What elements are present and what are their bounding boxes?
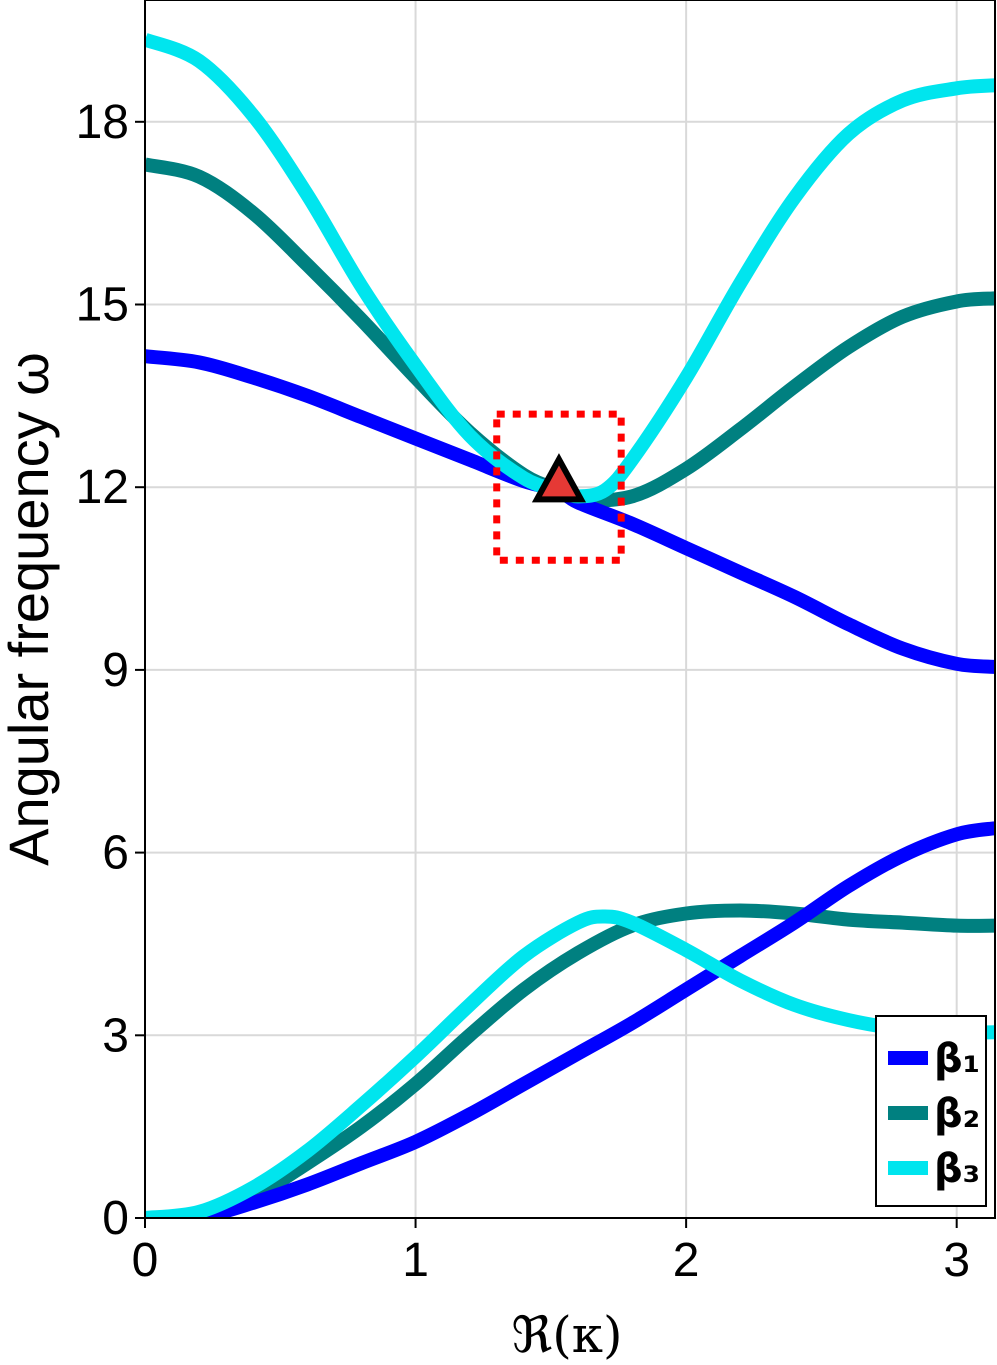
y-tick-label: 9 [102,644,129,697]
series-line-lower [145,903,995,1218]
x-tick-label: 2 [673,1234,700,1287]
legend-label: β₃ [934,1146,980,1192]
y-tick-label: 6 [102,827,129,880]
annotation-layer [493,410,625,564]
x-axis-title: ℜ(κ) [512,1306,623,1364]
x-tick-label: 0 [132,1234,159,1287]
y-tick-label: 12 [76,461,129,514]
y-tick-label: 15 [76,279,129,332]
y-tick-label: 3 [102,1009,129,1062]
series-line-upper [145,349,995,674]
triangle-marker [531,453,587,503]
grid-lines [144,0,995,1219]
plot-frame [144,0,996,1219]
y-tick-label: 18 [76,96,129,149]
series-layer [145,32,995,1218]
y-tick-label: 0 [102,1192,129,1245]
series-line-lower [145,821,995,1218]
x-tick-label: 3 [943,1234,970,1287]
x-tick-label: 1 [402,1234,429,1287]
series-line-upper [145,32,995,504]
legend: β₁ β₂ β₃ [875,1015,987,1207]
series-line-upper [145,157,995,508]
zoom-region-box [493,410,625,564]
y-axis-title: Angular frequency ω [0,352,60,866]
series-line-lower [145,909,995,1218]
legend-label: β₁ [934,1036,980,1082]
legend-label: β₂ [934,1091,980,1137]
